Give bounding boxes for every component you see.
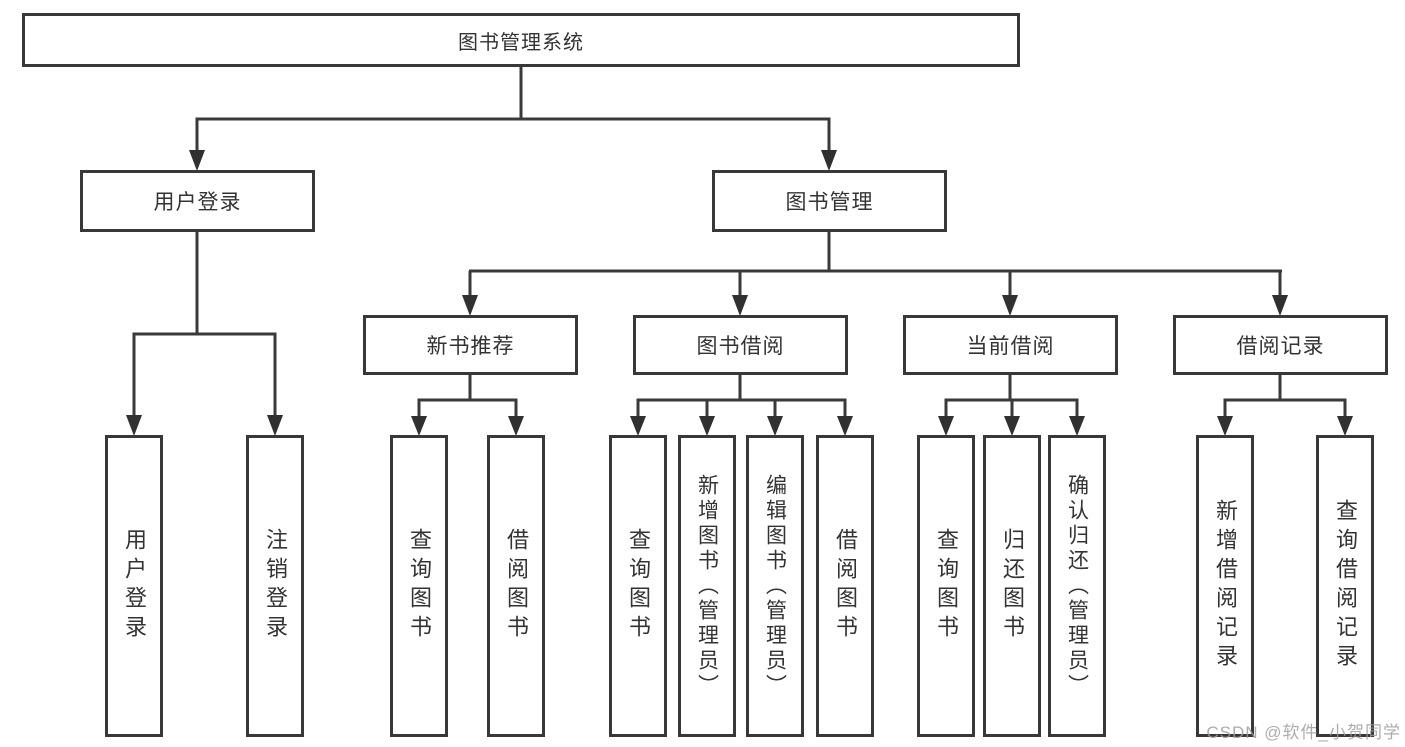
leaf-edit-book-admin-label: 编辑图书（管理员） bbox=[763, 473, 787, 699]
node-new-book-recommend: 新书推荐 bbox=[363, 315, 578, 375]
edge-current-borrow-to-leaves bbox=[938, 375, 1085, 436]
node-new-book-recommend-label: 新书推荐 bbox=[426, 335, 515, 358]
node-book-management-label: 图书管理 bbox=[785, 191, 874, 214]
leaf-borrow-book: 借阅图书 bbox=[816, 435, 874, 737]
leaf-query-borrow-record-label: 查询借阅记录 bbox=[1333, 499, 1358, 673]
node-book-borrow-label: 图书借阅 bbox=[696, 335, 785, 358]
edge-borrow-record-to-leaves bbox=[1217, 375, 1353, 436]
leaf-confirm-return-admin: 确认归还（管理员） bbox=[1048, 435, 1106, 737]
leaf-user-login-label: 用户登录 bbox=[122, 528, 147, 644]
leaf-current-query-book-label: 查询图书 bbox=[934, 528, 959, 644]
leaf-logout-login: 注销登录 bbox=[246, 435, 304, 737]
leaf-edit-book-admin: 编辑图书（管理员） bbox=[746, 435, 804, 737]
node-current-borrow-label: 当前借阅 bbox=[966, 335, 1055, 358]
leaf-return-book: 归还图书 bbox=[983, 435, 1041, 737]
leaf-recommend-borrow-book-label: 借阅图书 bbox=[504, 528, 529, 644]
leaf-add-borrow-record: 新增借阅记录 bbox=[1196, 435, 1254, 737]
node-borrow-record: 借阅记录 bbox=[1173, 315, 1388, 375]
leaf-current-query-book: 查询图书 bbox=[917, 435, 975, 737]
leaf-user-login: 用户登录 bbox=[105, 435, 163, 737]
edge-book-mgmt-to-level3 bbox=[462, 232, 1288, 316]
node-book-management: 图书管理 bbox=[712, 170, 947, 232]
leaf-recommend-borrow-book: 借阅图书 bbox=[487, 435, 545, 737]
node-user-login-label: 用户登录 bbox=[153, 191, 242, 214]
edge-new-book-rec-to-leaves bbox=[411, 375, 524, 436]
edge-user-login-to-leaves bbox=[126, 232, 283, 436]
csdn-watermark: CSDN @软件_小贺同学 bbox=[1206, 723, 1401, 742]
leaf-add-book-admin: 新增图书（管理员） bbox=[678, 435, 736, 737]
leaf-logout-login-label: 注销登录 bbox=[263, 528, 288, 644]
edge-book-borrow-to-leaves bbox=[630, 375, 853, 436]
leaf-confirm-return-admin-label: 确认归还（管理员） bbox=[1065, 473, 1089, 699]
leaf-return-book-label: 归还图书 bbox=[1000, 528, 1025, 644]
node-book-borrow: 图书借阅 bbox=[633, 315, 848, 375]
leaf-query-borrow-record: 查询借阅记录 bbox=[1316, 435, 1374, 737]
leaf-add-borrow-record-label: 新增借阅记录 bbox=[1213, 499, 1238, 673]
leaf-recommend-query-book-label: 查询图书 bbox=[407, 528, 432, 644]
node-root-label: 图书管理系统 bbox=[458, 31, 584, 54]
leaf-borrow-query-book-label: 查询图书 bbox=[626, 528, 651, 644]
node-current-borrow: 当前借阅 bbox=[903, 315, 1118, 375]
leaf-borrow-query-book: 查询图书 bbox=[609, 435, 667, 737]
node-borrow-record-label: 借阅记录 bbox=[1236, 335, 1325, 358]
node-root: 图书管理系统 bbox=[22, 13, 1020, 67]
leaf-add-book-admin-label: 新增图书（管理员） bbox=[695, 473, 719, 699]
leaf-borrow-book-label: 借阅图书 bbox=[833, 528, 858, 644]
node-user-login: 用户登录 bbox=[80, 170, 315, 232]
edge-root-to-level2 bbox=[189, 67, 837, 171]
leaf-recommend-query-book: 查询图书 bbox=[390, 435, 448, 737]
